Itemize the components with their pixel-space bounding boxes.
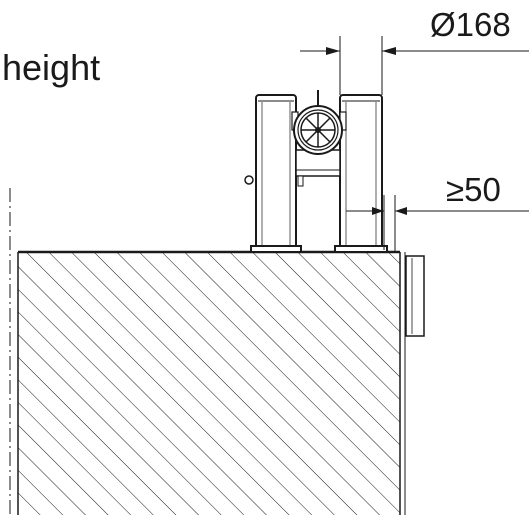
wall-segment [404, 252, 425, 515]
hatched-base-block [17, 250, 401, 515]
diameter-dimension [300, 36, 529, 95]
min-clearance-label: ≥50 [446, 171, 501, 208]
height-label: height [2, 47, 101, 88]
rotary-handle [291, 90, 347, 155]
center-body [295, 149, 341, 187]
clearance-dimension [346, 195, 529, 252]
diameter-label: Ø168 [430, 6, 511, 43]
